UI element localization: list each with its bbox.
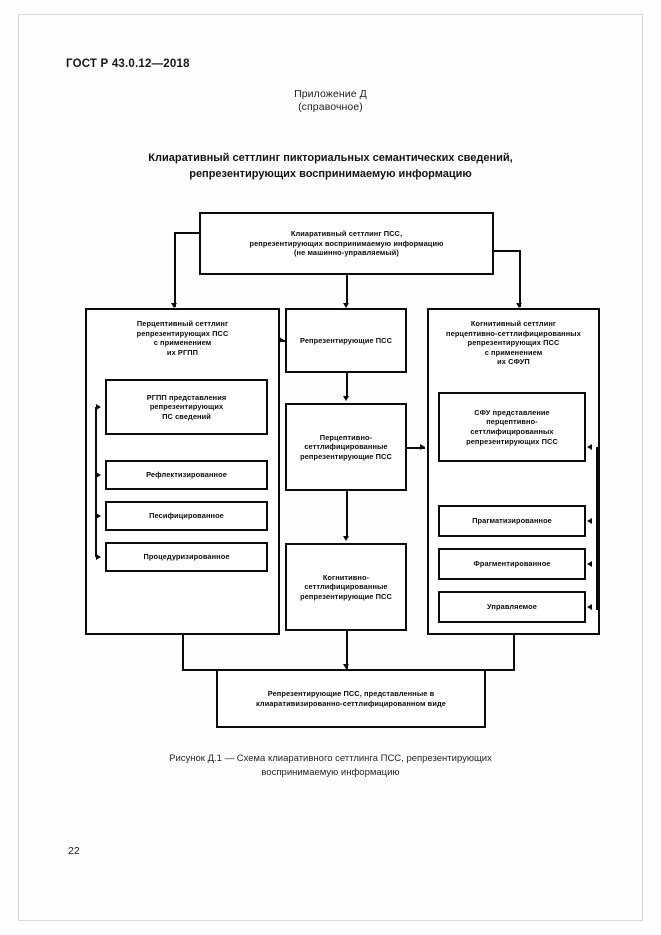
group-right-title-line-1: Когнитивный сеттлинг — [470, 319, 557, 328]
section-title-line-2: репрезентирующих воспринимаемую информац… — [189, 168, 472, 180]
connector-left-vertical-top — [174, 232, 176, 307]
group-left-title-line-1: Перцептивный сеттлинг — [136, 319, 229, 328]
node-perceptual-settlified-line-3: репрезентирующие ПСС — [300, 451, 392, 461]
figure-caption-line-1: Рисунок Д.1 — Схема клиаративного сеттли… — [169, 753, 492, 764]
node-rgpp-line-3: ПС сведений — [162, 411, 211, 421]
node-pesified[interactable]: Песифицированное — [105, 501, 268, 531]
group-left-title-line-4: их РГПП — [166, 347, 199, 357]
node-sfu-line-4: репрезентирующих ПСС — [466, 436, 558, 446]
node-pesified-label: Песифицированное — [149, 511, 224, 521]
node-reflectized-label: Рефлектизированное — [146, 470, 227, 480]
node-fragmented[interactable]: Фрагментированное — [438, 548, 586, 580]
node-representing-pss-label: Репрезентирующие ПСС — [299, 335, 393, 345]
node-controllable[interactable]: Управляемое — [438, 591, 586, 623]
node-cognitive-settlified-pss[interactable]: Когнитивно- сеттлифицированные репрезент… — [285, 543, 407, 631]
connector-right-group-down — [513, 635, 515, 669]
section-title-line-1: Клиаративный сеттлинг пикториальных сема… — [148, 152, 513, 164]
arrow-center-to-right-group — [420, 443, 425, 450]
node-top-line-1: Клиаративный сеттлинг ПСС, — [290, 229, 403, 239]
connector-left-group-down — [182, 635, 184, 669]
connector-top-to-left — [174, 232, 201, 234]
node-cognitive-settlified-line-3: репрезентирующие ПСС — [300, 591, 392, 601]
node-bottom-line-1: Репрезентирующие ПСС, представленные в — [267, 688, 435, 698]
node-sfu-line-1: СФУ представление — [474, 407, 550, 417]
node-bottom-line-2: клиаративизированно-сеттлифицированном в… — [256, 698, 446, 708]
connector-center-1-to-2 — [346, 373, 348, 398]
node-top-clarative-settling[interactable]: Клиаративный сеттлинг ПСС, репрезентирую… — [199, 212, 494, 275]
node-controllable-label: Управляемое — [487, 602, 537, 612]
node-fragmented-label: Фрагментированное — [473, 559, 551, 569]
group-left-title-line-2: репрезентирующих ПСС — [136, 328, 229, 338]
connector-center-to-right-group — [407, 447, 425, 449]
node-rgpp-line-1: РГПП представления — [146, 392, 227, 402]
connector-right-vertical-top — [519, 250, 521, 307]
node-representing-pss[interactable]: Репрезентирующие ПСС — [285, 308, 407, 373]
connector-center-3-to-bottom — [346, 631, 348, 669]
node-proceduralized[interactable]: Процедуризированное — [105, 542, 268, 572]
node-perceptual-settlified-line-2: сеттлифицированные — [304, 442, 388, 452]
node-cognitive-settlified-line-1: Когнитивно- — [322, 572, 370, 582]
connector-top-to-center — [346, 275, 348, 305]
figure-caption-line-2: воспринимаемую информацию — [261, 767, 400, 778]
node-reflectized[interactable]: Рефлектизированное — [105, 460, 268, 490]
node-proceduralized-label: Процедуризированное — [143, 552, 230, 562]
connector-top-to-right — [492, 250, 521, 252]
annex-label: Приложение Д (справочное) — [0, 88, 661, 114]
group-left-title-line-3: с применением — [153, 338, 212, 348]
group-right-title-line-4: с применением — [484, 347, 543, 357]
node-top-line-3: (не машинно-управляемый) — [293, 248, 399, 258]
group-right-title-line-3: репрезентирующих ПСС — [467, 338, 560, 348]
figure-caption: Рисунок Д.1 — Схема клиаративного сеттли… — [110, 752, 551, 780]
node-bottom-result[interactable]: Репрезентирующие ПСС, представленные в к… — [216, 669, 486, 728]
node-perceptual-settlified-pss[interactable]: Перцептивно- сеттлифицированные репрезен… — [285, 403, 407, 491]
node-cognitive-settlified-line-2: сеттлифицированные — [304, 582, 388, 592]
node-rgpp-line-2: репрезентирующих — [149, 402, 224, 412]
node-rgpp-representation[interactable]: РГПП представления репрезентирующих ПС с… — [105, 379, 268, 435]
arrow-center-1-to-2 — [342, 396, 349, 401]
node-sfu-line-2: перцептивно- — [486, 417, 538, 427]
arrow-center-2-to-3 — [342, 536, 349, 541]
group-right-title-line-5: их СФУП — [497, 357, 530, 367]
connector-center-2-to-3 — [346, 491, 348, 536]
node-sfu-representation[interactable]: СФУ представление перцептивно- сеттлифиц… — [438, 392, 586, 462]
section-title: Клиаративный сеттлинг пикториальных сема… — [80, 150, 581, 182]
annex-title: Приложение Д — [294, 88, 367, 100]
node-top-line-2: репрезентирующих воспринимаемую информац… — [249, 238, 444, 248]
node-pragmatized-label: Прагматизированное — [472, 516, 552, 526]
group-cognitive-settling[interactable]: Когнитивный сеттлинг перцептивно-сеттлиф… — [427, 308, 600, 635]
node-pragmatized[interactable]: Прагматизированное — [438, 505, 586, 537]
node-perceptual-settlified-line-1: Перцептивно- — [319, 432, 373, 442]
annex-subtitle: (справочное) — [298, 101, 363, 113]
node-sfu-line-3: сеттлифицированных — [470, 427, 554, 436]
standard-identifier: ГОСТ Р 43.0.12—2018 — [66, 58, 190, 70]
page-number: 22 — [68, 845, 80, 857]
group-right-title-line-2: перцептивно-сеттлифицированных — [446, 328, 581, 338]
